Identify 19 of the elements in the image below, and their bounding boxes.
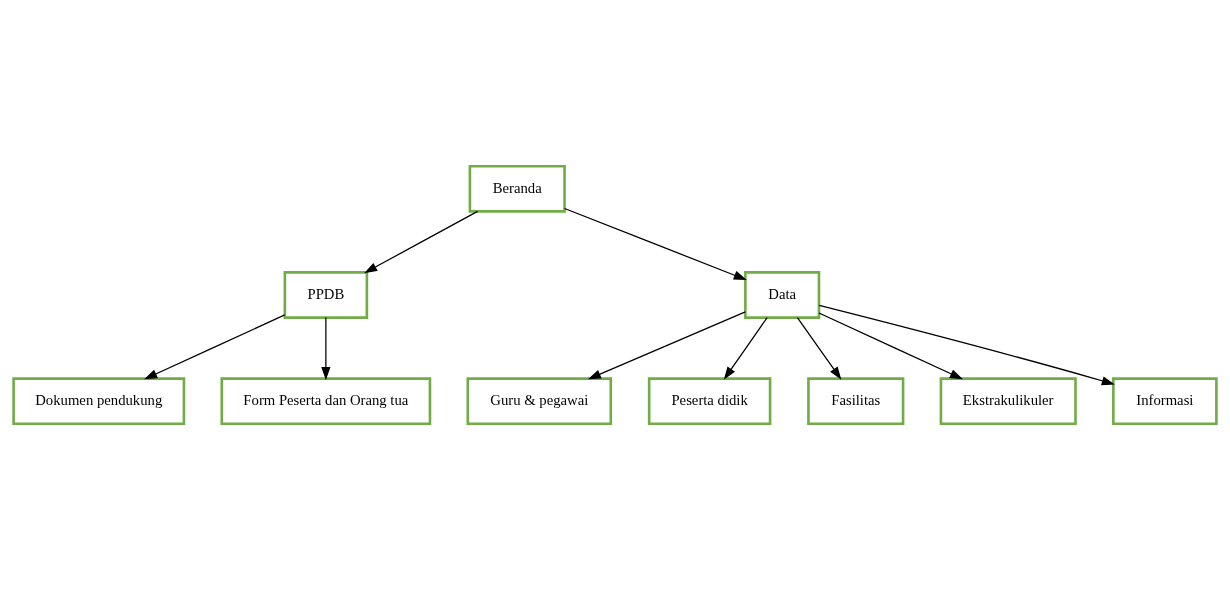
node-box: Guru & pegawai <box>466 376 613 425</box>
arrow <box>364 210 479 273</box>
node-box: Dokumen pendukung <box>12 376 186 425</box>
node-box: Form Peserta dan Orang tua <box>220 376 432 425</box>
arrow <box>818 304 1115 385</box>
arrow <box>144 313 286 379</box>
arrow <box>723 316 768 380</box>
node-box: Informasi <box>1112 376 1218 425</box>
arrow <box>818 311 963 379</box>
arrow <box>321 316 331 380</box>
arrow <box>563 207 747 280</box>
node-box: Fasilitas <box>807 376 905 425</box>
node-box: Ekstrakulikuler <box>939 376 1077 425</box>
node-box: Beranda <box>468 164 566 213</box>
node-box: PPDB <box>283 270 369 319</box>
arrow <box>587 310 746 379</box>
node-box: Data <box>744 270 821 319</box>
arrow <box>796 316 842 380</box>
node-box: Peserta didik <box>647 376 772 425</box>
